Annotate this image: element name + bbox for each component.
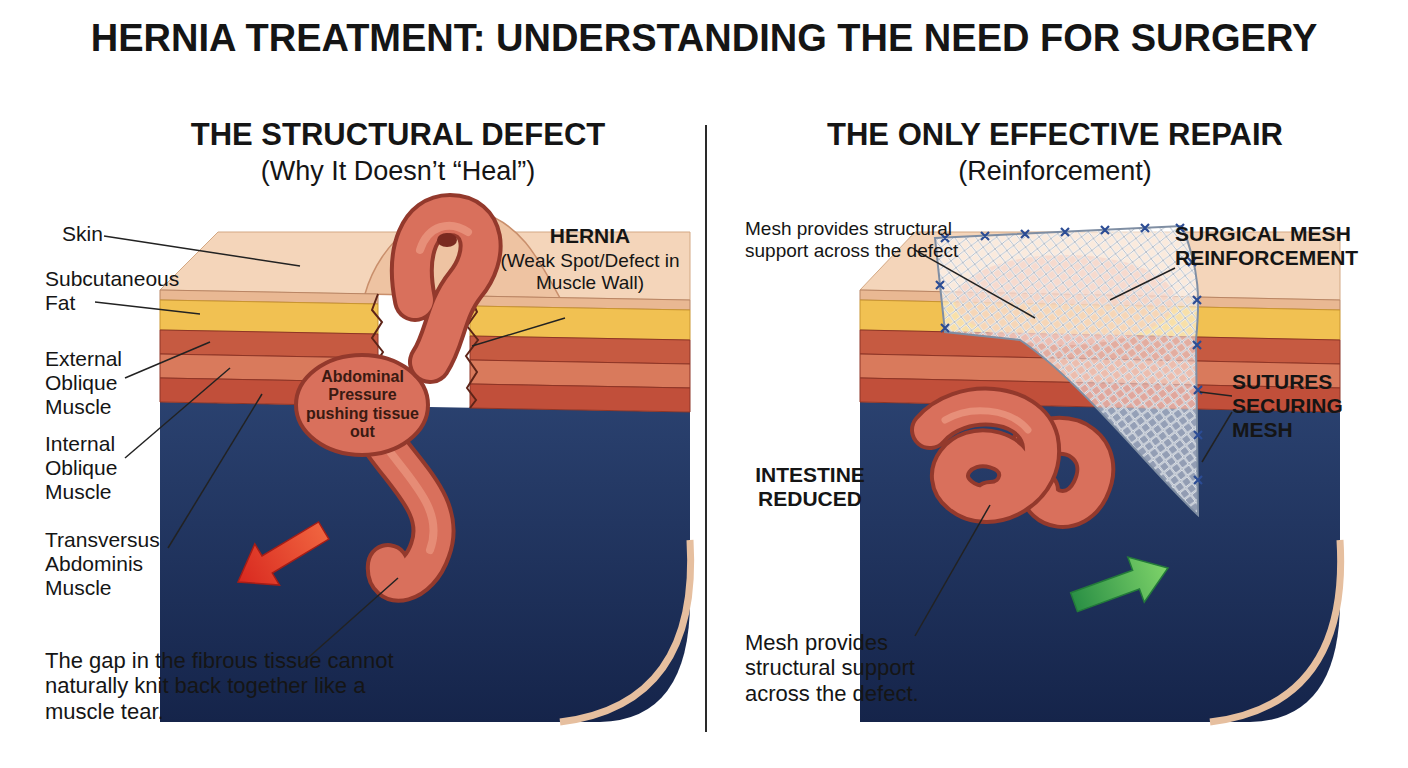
leader-line [1110,268,1175,300]
leader-line [1200,392,1232,396]
anatomy-label: Internal Oblique Muscle [45,432,155,504]
suture-marks [936,224,1202,484]
abdominal-cavity [860,402,1340,722]
intestine-outline [385,445,434,581]
diagram-title: HERNIA TREATMENT: UNDERSTANDING THE NEED… [0,16,1408,62]
fat-layer [160,300,378,334]
intestine-tube [385,445,434,581]
note-text: The gap in the fibrous tissue cannot nat… [45,648,425,724]
intestine-highlight [385,445,434,550]
intestine-highlight [945,411,1028,430]
tissue-fold [1210,540,1341,722]
panel-subtitle: (Why It Doesn’t “Heal”) [98,156,698,187]
reduced-intestine [930,407,1095,509]
intestine-opening [437,233,457,247]
internal-oblique-layer [470,360,690,388]
anatomy-label: Transversus Abdominis Muscle [45,528,185,600]
pressure-arrow [226,510,336,603]
external-oblique-layer [160,330,378,358]
surgical-mesh [935,226,1198,515]
leader-line [104,236,300,266]
callout-heading: SURGICAL MESH REINFORCEMENT [1175,222,1375,270]
anatomy-label: External Oblique Muscle [45,347,155,419]
tissue-block-right [860,224,1341,722]
overlay-label: Abdominal Pressure pushing tissue out [300,368,425,442]
surgical-mesh-base [935,226,1198,515]
leader-line [1202,412,1232,462]
external-oblique-layer [470,336,690,364]
callout-label: Mesh provides structural support across … [745,218,960,262]
support-arrow [1066,545,1176,624]
anatomy-label: Skin [62,222,142,246]
intestine-tube [930,407,1041,504]
note-text: Mesh provides structural support across … [745,630,975,706]
transversus-layer [470,384,690,412]
callout-heading: HERNIA [490,224,690,248]
intestine-outline [930,407,1041,504]
leader-line [125,342,210,378]
callout-heading: SUTURES SECURING MESH [1232,370,1372,442]
intestine-tube [412,215,481,362]
callout-heading: INTESTINE REDUCED [730,463,890,511]
leader-line [472,318,565,346]
intestine-sac [296,355,428,455]
leader-line [95,302,200,314]
panel-divider [705,125,707,732]
tissue-fold [560,540,691,722]
anatomy-label: Subcutaneous Fat [45,267,195,315]
panel-heading: THE STRUCTURAL DEFECT [98,117,698,153]
panel-subtitle: (Reinforcement) [755,156,1355,187]
leader-line [915,505,990,636]
fat-layer [470,306,690,340]
intestine-highlight [420,226,468,250]
panel-heading: THE ONLY EFFECTIVE REPAIR [755,117,1355,153]
callout-label: (Weak Spot/Defect in Muscle Wall) [490,250,690,294]
leader-line [125,368,230,458]
tissue-block-left [160,210,691,722]
herniated-intestine [296,215,481,581]
leader-line [168,394,262,548]
leader-lines [95,236,1232,665]
intestine-outline [412,215,481,362]
